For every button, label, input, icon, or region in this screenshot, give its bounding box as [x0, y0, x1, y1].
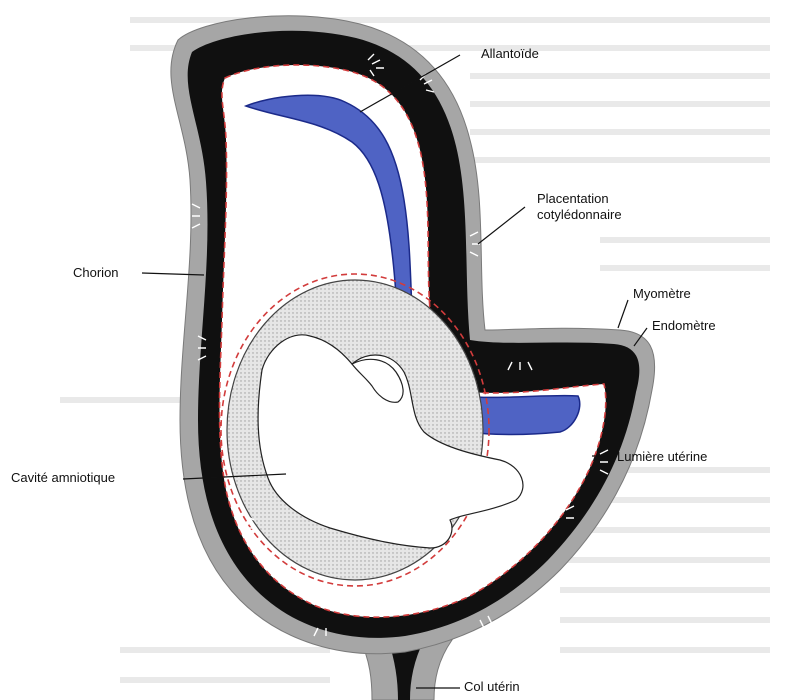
label-col: Col utérin	[464, 679, 520, 695]
label-lumiere: Lumière utérine	[617, 449, 707, 465]
label-endometre: Endomètre	[652, 318, 716, 334]
label-chorion: Chorion	[73, 265, 119, 281]
label-myometre: Myomètre	[633, 286, 691, 302]
label-cavite: Cavité amniotique	[11, 470, 115, 486]
label-placentation: Placentation cotylédonnaire	[537, 191, 622, 223]
label-allantoide: Allantoïde	[481, 46, 539, 62]
